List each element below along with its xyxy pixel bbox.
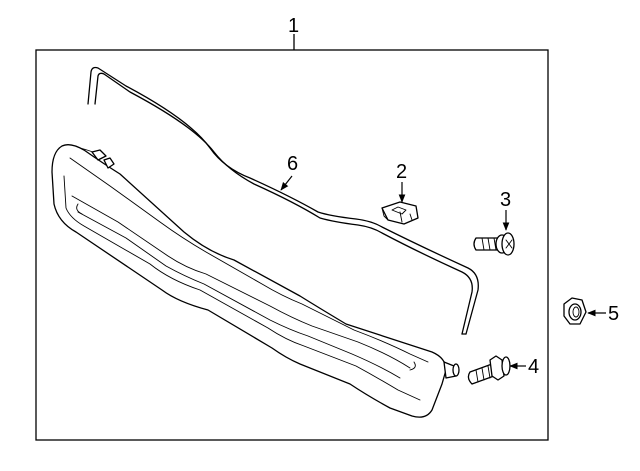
callout-4: 4 <box>528 356 539 378</box>
clip-part <box>381 201 419 225</box>
assembly-frame <box>35 49 549 441</box>
callout-5: 5 <box>608 303 619 325</box>
callout-2: 2 <box>396 161 407 183</box>
screw-part <box>473 232 515 256</box>
grille-part <box>51 144 460 418</box>
callout-3: 3 <box>500 189 511 211</box>
wire-rod-part <box>87 66 479 335</box>
callout-6-arrow <box>280 175 293 191</box>
callout-1: 1 <box>288 15 299 37</box>
bolt-part <box>467 355 511 385</box>
callout-6: 6 <box>287 153 298 175</box>
nut-part <box>563 297 587 325</box>
